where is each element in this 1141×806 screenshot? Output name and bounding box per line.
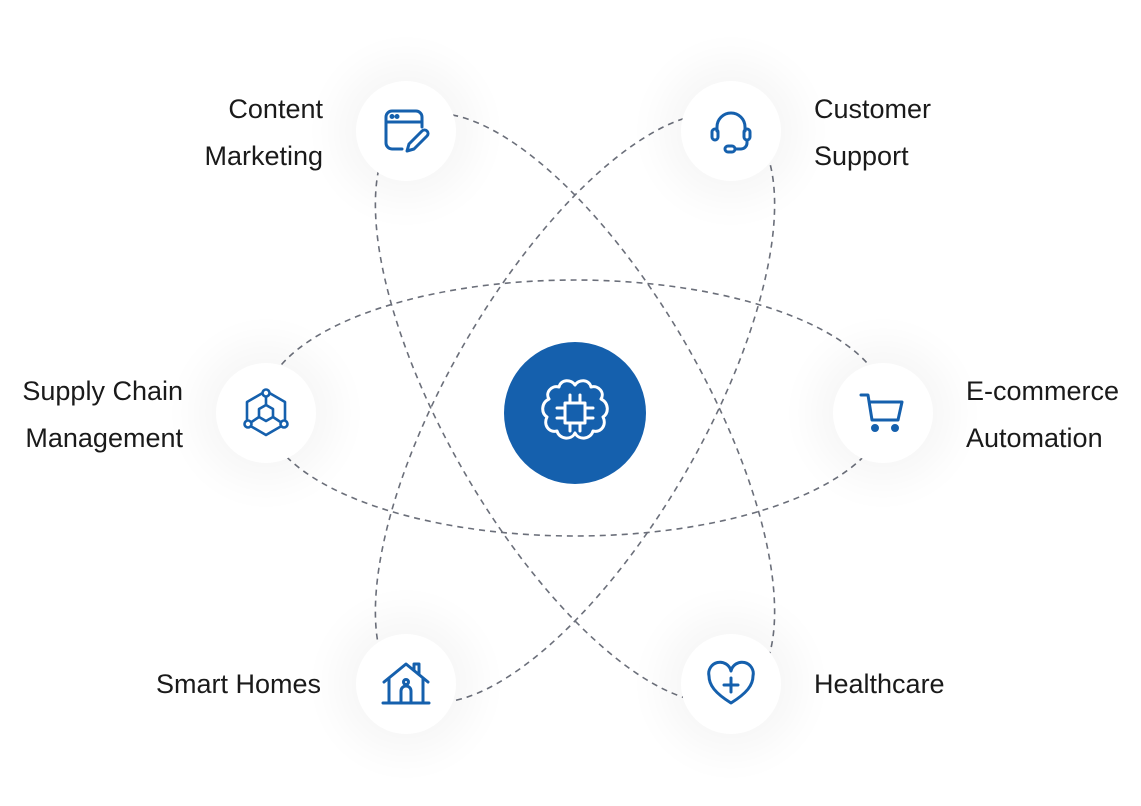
label-ecommerce: E-commerce Automation bbox=[966, 368, 1119, 462]
node-supply-chain[interactable] bbox=[216, 363, 316, 463]
node-customer-support[interactable] bbox=[681, 81, 781, 181]
label-line: E-commerce bbox=[966, 376, 1120, 406]
label-customer-support: Customer Support bbox=[814, 86, 931, 180]
node-ecommerce[interactable] bbox=[833, 363, 933, 463]
label-line: Support bbox=[814, 141, 909, 171]
label-supply-chain: Supply Chain Management bbox=[22, 368, 183, 462]
label-smart-homes: Smart Homes bbox=[156, 661, 321, 708]
shopping-cart-icon bbox=[859, 393, 904, 432]
headset-icon bbox=[710, 111, 752, 154]
label-line: Automation bbox=[966, 423, 1103, 453]
node-smart-homes[interactable] bbox=[356, 634, 456, 734]
label-line: Healthcare bbox=[814, 669, 945, 699]
label-line: Customer bbox=[814, 94, 932, 124]
label-healthcare: Healthcare bbox=[814, 661, 945, 708]
ai-hub bbox=[504, 342, 646, 484]
node-content-marketing[interactable] bbox=[356, 81, 456, 181]
hexagon-network-icon bbox=[243, 388, 289, 437]
label-line: Management bbox=[25, 423, 183, 453]
label-line: Smart Homes bbox=[155, 669, 321, 699]
brain-chip-icon bbox=[541, 379, 609, 440]
heart-plus-icon bbox=[707, 660, 755, 705]
label-line: Marketing bbox=[204, 141, 323, 171]
house-icon bbox=[381, 662, 431, 705]
browser-edit-icon bbox=[384, 109, 430, 153]
label-content-marketing: Content Marketing bbox=[204, 86, 323, 180]
node-healthcare[interactable] bbox=[681, 634, 781, 734]
label-line: Content bbox=[228, 94, 323, 124]
label-line: Supply Chain bbox=[22, 376, 183, 406]
